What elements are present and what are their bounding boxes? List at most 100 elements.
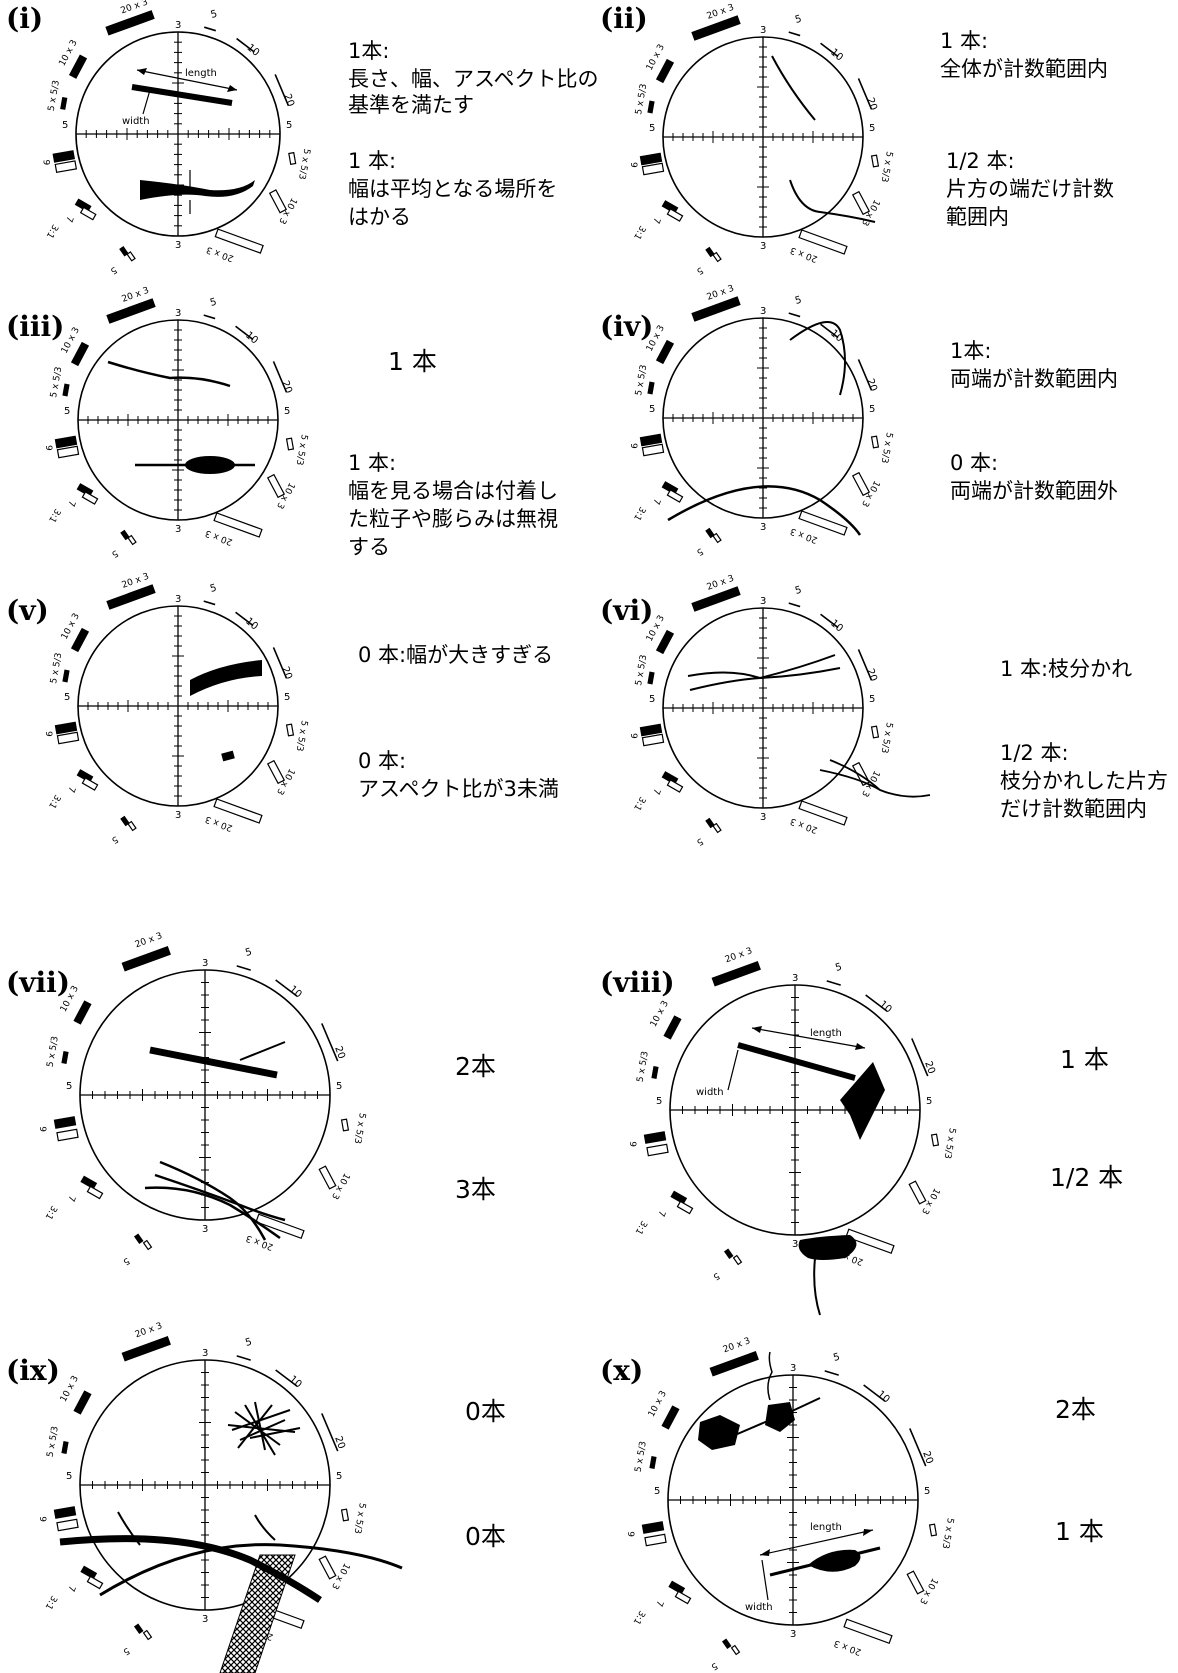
gauge-label-20x3-right: 20 x 3 bbox=[833, 1638, 863, 1657]
gauge-label-9: 9 bbox=[628, 162, 638, 168]
gauge-label-20x3-right: 20 x 3 bbox=[789, 245, 819, 264]
caption-vi-2: 1/2 本: bbox=[1000, 741, 1069, 765]
gauge-label-5x53-right: 5 x 5/3 bbox=[940, 1517, 955, 1550]
caption-vi-3: 枝分かれした片方 bbox=[1000, 769, 1168, 793]
gauge-label-9: 9 bbox=[40, 160, 50, 166]
gauge-open-5x53 bbox=[870, 435, 880, 449]
scale-label-10: 10 bbox=[877, 999, 894, 1016]
gauge-label-5: 5 bbox=[709, 1660, 719, 1672]
gauge-label-10x3: 10 x 3 bbox=[647, 1389, 669, 1419]
caption-iii-5: する bbox=[348, 535, 390, 559]
gauge-label-7: 7 bbox=[65, 499, 76, 508]
gauge-open-5x53 bbox=[285, 723, 295, 737]
width-pointer-viii bbox=[727, 1049, 739, 1091]
scale-label-20: 20 bbox=[332, 1045, 347, 1061]
caption-iv-1: 1本: bbox=[950, 339, 991, 363]
particle-x-2 bbox=[765, 1402, 795, 1432]
fiber-vii-5 bbox=[159, 1160, 267, 1241]
gauge-bar-7-open bbox=[81, 777, 99, 791]
scale-label-5: 5 bbox=[209, 297, 218, 309]
gauge-bar-5-open bbox=[730, 1644, 741, 1656]
gauge-bar-5x53 bbox=[647, 381, 655, 395]
gauge-bar-5-filled bbox=[705, 817, 715, 829]
gauge-bar-7-open bbox=[674, 1590, 692, 1605]
gauge-open-10x3 bbox=[266, 759, 286, 785]
gauge-bar-20x3 bbox=[106, 298, 156, 324]
gauge-bar-9-open bbox=[56, 1128, 79, 1142]
axis-label-top: 3 bbox=[202, 1348, 208, 1359]
gauge-label-7: 7 bbox=[655, 1209, 666, 1218]
gauge-bar-5-filled bbox=[133, 1623, 144, 1635]
gauge-open-5x53 bbox=[870, 725, 880, 739]
gauge-label-20x3-right: 20 x 3 bbox=[245, 1233, 275, 1252]
gauge-bar-5-open bbox=[712, 251, 722, 263]
gauge-bar-20x3 bbox=[709, 1351, 759, 1377]
axis-label-left: 5 bbox=[649, 123, 655, 134]
length-label-x: length bbox=[810, 1522, 842, 1533]
gauge-bar-5-open bbox=[732, 1254, 743, 1266]
fiber-ii-1 bbox=[771, 55, 816, 121]
gauge-bar-5-open bbox=[127, 820, 137, 832]
gauge-label-31: 3:1 bbox=[631, 224, 647, 242]
gauge-label-5x53-right: 5 x 5/3 bbox=[879, 431, 894, 464]
gauge-bar-7-open bbox=[666, 208, 684, 222]
gauge-label-9: 9 bbox=[628, 733, 638, 739]
gauge-bar-10x3 bbox=[70, 341, 90, 367]
gauge-label-7: 7 bbox=[65, 1584, 76, 1593]
fiber-vii-1 bbox=[149, 1046, 278, 1079]
gauge-label-5: 5 bbox=[121, 1255, 131, 1267]
gauge-bar-9-filled bbox=[643, 1131, 667, 1144]
gauge-bar-5-filled bbox=[120, 529, 130, 541]
axis-label-right: 5 bbox=[336, 1081, 342, 1092]
scale-label-20: 20 bbox=[279, 379, 294, 395]
scale-label-10: 10 bbox=[243, 616, 260, 633]
gauge-bar-7-filled bbox=[76, 483, 94, 497]
scale-line bbox=[826, 980, 841, 986]
caption-i-2: 長さ、幅、アスペクト比の bbox=[348, 67, 599, 91]
panel-label-vi: (ⅵ) bbox=[600, 594, 653, 627]
fiber-iv-1 bbox=[789, 321, 846, 396]
cluster-fiber bbox=[254, 1401, 266, 1451]
caption-vi-4: だけ計数範囲内 bbox=[1000, 797, 1147, 821]
caption-v-2: 0 本: bbox=[358, 749, 406, 773]
caption-x-1: 2本 bbox=[1055, 1395, 1096, 1424]
axis-label-bottom: 3 bbox=[792, 1239, 798, 1250]
fiber-iii-1 bbox=[107, 360, 231, 388]
gauge-label-5x53-right: 5 x 5/3 bbox=[294, 433, 309, 466]
scale-label-10: 10 bbox=[828, 47, 845, 64]
scale-label-5: 5 bbox=[210, 9, 219, 21]
gauge-label-5x53-right: 5 x 5/3 bbox=[294, 719, 309, 752]
panel-label-iv: (ⅳ) bbox=[600, 310, 653, 343]
scale-label-10: 10 bbox=[875, 1389, 892, 1406]
gauge-label-5x53: 5 x 5/3 bbox=[636, 1050, 651, 1083]
gauge-label-5x53: 5 x 5/3 bbox=[634, 364, 649, 397]
gauge-label-9: 9 bbox=[37, 1516, 47, 1522]
scale-label-5: 5 bbox=[244, 1337, 253, 1349]
gauge-bar-9-filled bbox=[54, 435, 78, 449]
scale-label-20: 20 bbox=[332, 1435, 347, 1451]
scale-line bbox=[824, 1370, 839, 1376]
gauge-bar-20x3 bbox=[121, 946, 171, 972]
axis-label-right: 5 bbox=[336, 1471, 342, 1482]
gauge-bar-9-open bbox=[641, 443, 665, 457]
gauge-bar-5x53 bbox=[647, 671, 655, 685]
gauge-label-5: 5 bbox=[695, 835, 705, 847]
gauge-label-5x53-right: 5 x 5/3 bbox=[879, 721, 894, 754]
gauge-label-5: 5 bbox=[110, 547, 120, 559]
fiber-viii-2 bbox=[813, 1257, 821, 1316]
fiber-i-2 bbox=[140, 180, 255, 200]
gauge-label-5: 5 bbox=[108, 264, 118, 276]
panel-label-ix: (ⅸ) bbox=[6, 1354, 60, 1387]
length-label-i: length bbox=[185, 68, 217, 79]
axis-label-top: 3 bbox=[760, 25, 766, 36]
fiber-viii-1 bbox=[737, 1042, 856, 1081]
fiber-ii-2 bbox=[789, 179, 876, 223]
gauge-label-20x3-right: 20 x 3 bbox=[205, 244, 235, 263]
gauge-label-7: 7 bbox=[65, 785, 76, 794]
scale-label-10: 10 bbox=[244, 42, 261, 59]
gauge-bar-7-open bbox=[676, 1200, 694, 1215]
length-arrow-x bbox=[759, 1529, 874, 1556]
gauge-bar-10x3 bbox=[73, 1000, 92, 1025]
axis-label-left: 5 bbox=[64, 692, 70, 703]
caption-vii-1: 2本 bbox=[455, 1052, 496, 1081]
